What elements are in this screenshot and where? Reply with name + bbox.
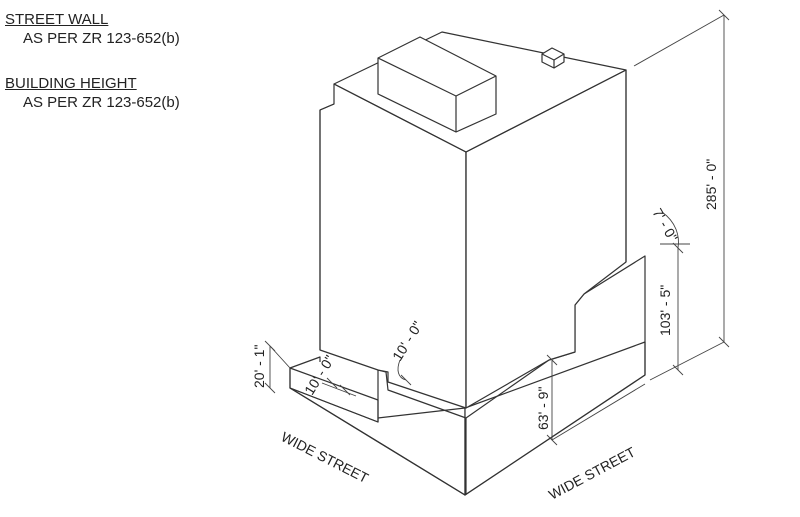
rooftop-bulkhead-large [377, 36, 497, 133]
dimension-base-front [546, 354, 646, 446]
setback-right-label: 7' - 0" [649, 206, 681, 245]
wide-street-left-label: WIDE STREET [279, 428, 372, 486]
zoning-notes: STREET WALL AS PER ZR 123-652(b) BUILDIN… [5, 10, 180, 112]
total-height-label: 285' - 0" [703, 159, 719, 210]
tower [319, 31, 627, 409]
base-height-right-label: 103' - 5" [657, 285, 673, 336]
base-height-left-label: 20' - 1" [251, 345, 267, 388]
dimension-setback-front [321, 359, 412, 397]
dimension-setback-right [661, 211, 679, 249]
dimension-base-left [264, 340, 291, 394]
dimension-total-height [633, 9, 730, 381]
street-wall-title: STREET WALL [5, 11, 109, 28]
building-height-title: BUILDING HEIGHT [5, 75, 137, 92]
tower-front-face [319, 83, 467, 409]
rooftop-bulkhead-small [541, 47, 565, 69]
street-wall-rule: AS PER ZR 123-652(b) [23, 30, 180, 47]
base-height-front-label: 63' - 9" [535, 387, 551, 430]
wide-street-right-label: WIDE STREET [546, 443, 638, 502]
building-height-rule: AS PER ZR 123-652(b) [23, 94, 180, 111]
